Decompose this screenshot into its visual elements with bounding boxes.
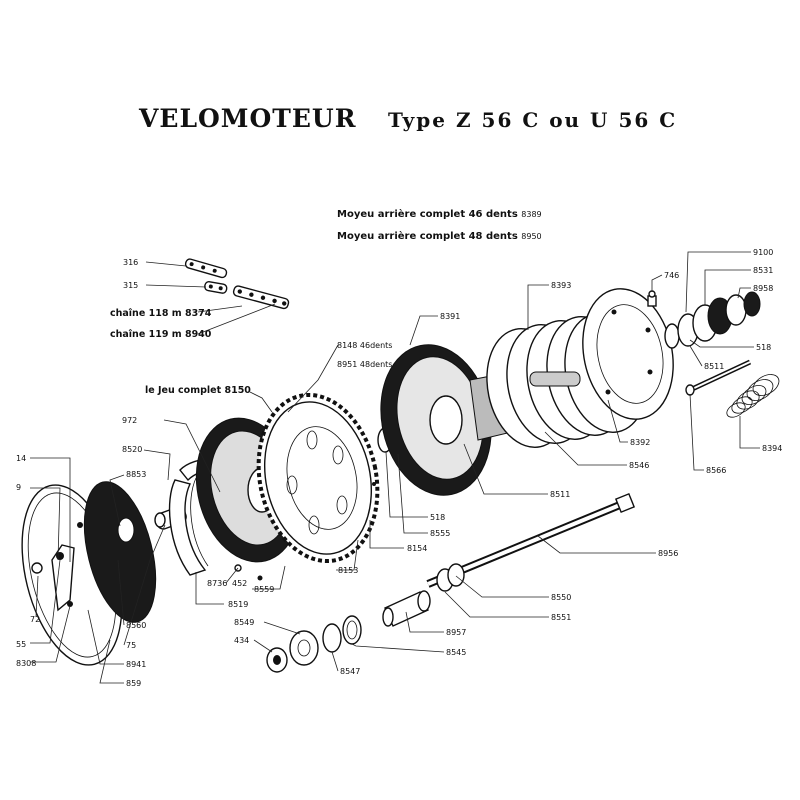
ref-315: 315: [123, 281, 138, 290]
hub-teeth: 46 dents: [468, 209, 518, 220]
ref-8511: 8511: [550, 490, 570, 499]
ref-8941: 8941: [126, 660, 146, 669]
ref-8520: 8520: [122, 445, 142, 454]
page-title: VELOMOTEUR: [139, 104, 357, 133]
ref-8393: 8393: [551, 281, 571, 290]
ref-9: 9: [16, 483, 21, 492]
ref-8154: 8154: [407, 544, 427, 553]
spindle: [685, 359, 752, 396]
ref-9100: 9100: [753, 248, 773, 257]
leader-lines: [30, 251, 760, 684]
chain-118-label: chaîne 118 m 8374: [110, 308, 212, 319]
ref-72: 72: [30, 615, 40, 624]
reference-labels: 316 315 chaîne 118 m 8374 chaîne 119 m 8…: [16, 248, 782, 688]
chain-119-label: chaîne 119 m 8940: [110, 329, 212, 340]
ref-14: 14: [16, 454, 26, 463]
ref-8392: 8392: [630, 438, 650, 447]
ref-8148: 8148 46dents: [337, 341, 392, 350]
ref-434: 434: [234, 636, 249, 645]
ref-8519: 8519: [228, 600, 248, 609]
spring: [726, 374, 780, 418]
ref-8308: 8308: [16, 659, 36, 668]
ref-8394: 8394: [762, 444, 782, 453]
ref-8566: 8566: [706, 466, 726, 475]
ref-8391: 8391: [440, 312, 460, 321]
ref-8560: 8560: [126, 621, 146, 630]
ref-316: 316: [123, 258, 138, 267]
ref-8555: 8555: [430, 529, 450, 538]
ref-8958: 8958: [753, 284, 773, 293]
ref-8549: 8549: [234, 618, 254, 627]
ref-452: 452: [232, 579, 247, 588]
hub-label: Moyeu arrière complet: [337, 231, 466, 242]
page-subtitle: Type Z 56 C ou U 56 C: [388, 108, 678, 132]
jeu-complet-label: le Jeu complet 8150: [145, 385, 251, 396]
ref-75: 75: [126, 641, 136, 650]
ref-8551: 8551: [551, 613, 571, 622]
hub-ref: 8950: [521, 232, 542, 241]
ref-8547: 8547: [340, 667, 360, 676]
hub-line-48: Moyeu arrière complet 48 dents 8950: [337, 231, 542, 242]
sprocket: [256, 392, 380, 564]
ref-8550: 8550: [551, 593, 571, 602]
ref-8956: 8956: [658, 549, 678, 558]
ref-8736: 8736: [207, 579, 227, 588]
ref-972: 972: [122, 416, 137, 425]
axle-cone: [382, 563, 465, 627]
ref-8531: 8531: [753, 266, 773, 275]
ref-8951: 8951 48dents: [337, 360, 392, 369]
nuts-washers: [266, 615, 362, 673]
ref-518: 518: [430, 513, 445, 522]
hub-line-46: Moyeu arrière complet 46 dents 8389: [337, 209, 542, 220]
hub-teeth: 48 dents: [468, 231, 518, 242]
ref-746: 746: [664, 271, 679, 280]
ref-8853: 8853: [126, 470, 146, 479]
ref-8546: 8546: [629, 461, 649, 470]
hub-ref: 8389: [521, 210, 542, 219]
ref-8511: 8511: [704, 362, 724, 371]
ref-518: 518: [756, 343, 771, 352]
ref-8153: 8153: [338, 566, 358, 575]
dust-cover: [83, 481, 157, 623]
ref-8957: 8957: [446, 628, 466, 637]
grease-nipple: [647, 290, 657, 307]
ref-859: 859: [126, 679, 141, 688]
chain-links: [184, 258, 290, 310]
ref-8545: 8545: [446, 648, 466, 657]
bearing-set: [664, 291, 761, 349]
ref-55: 55: [16, 640, 26, 649]
ref-8559: 8559: [254, 585, 274, 594]
hub-label: Moyeu arrière complet: [337, 209, 466, 220]
